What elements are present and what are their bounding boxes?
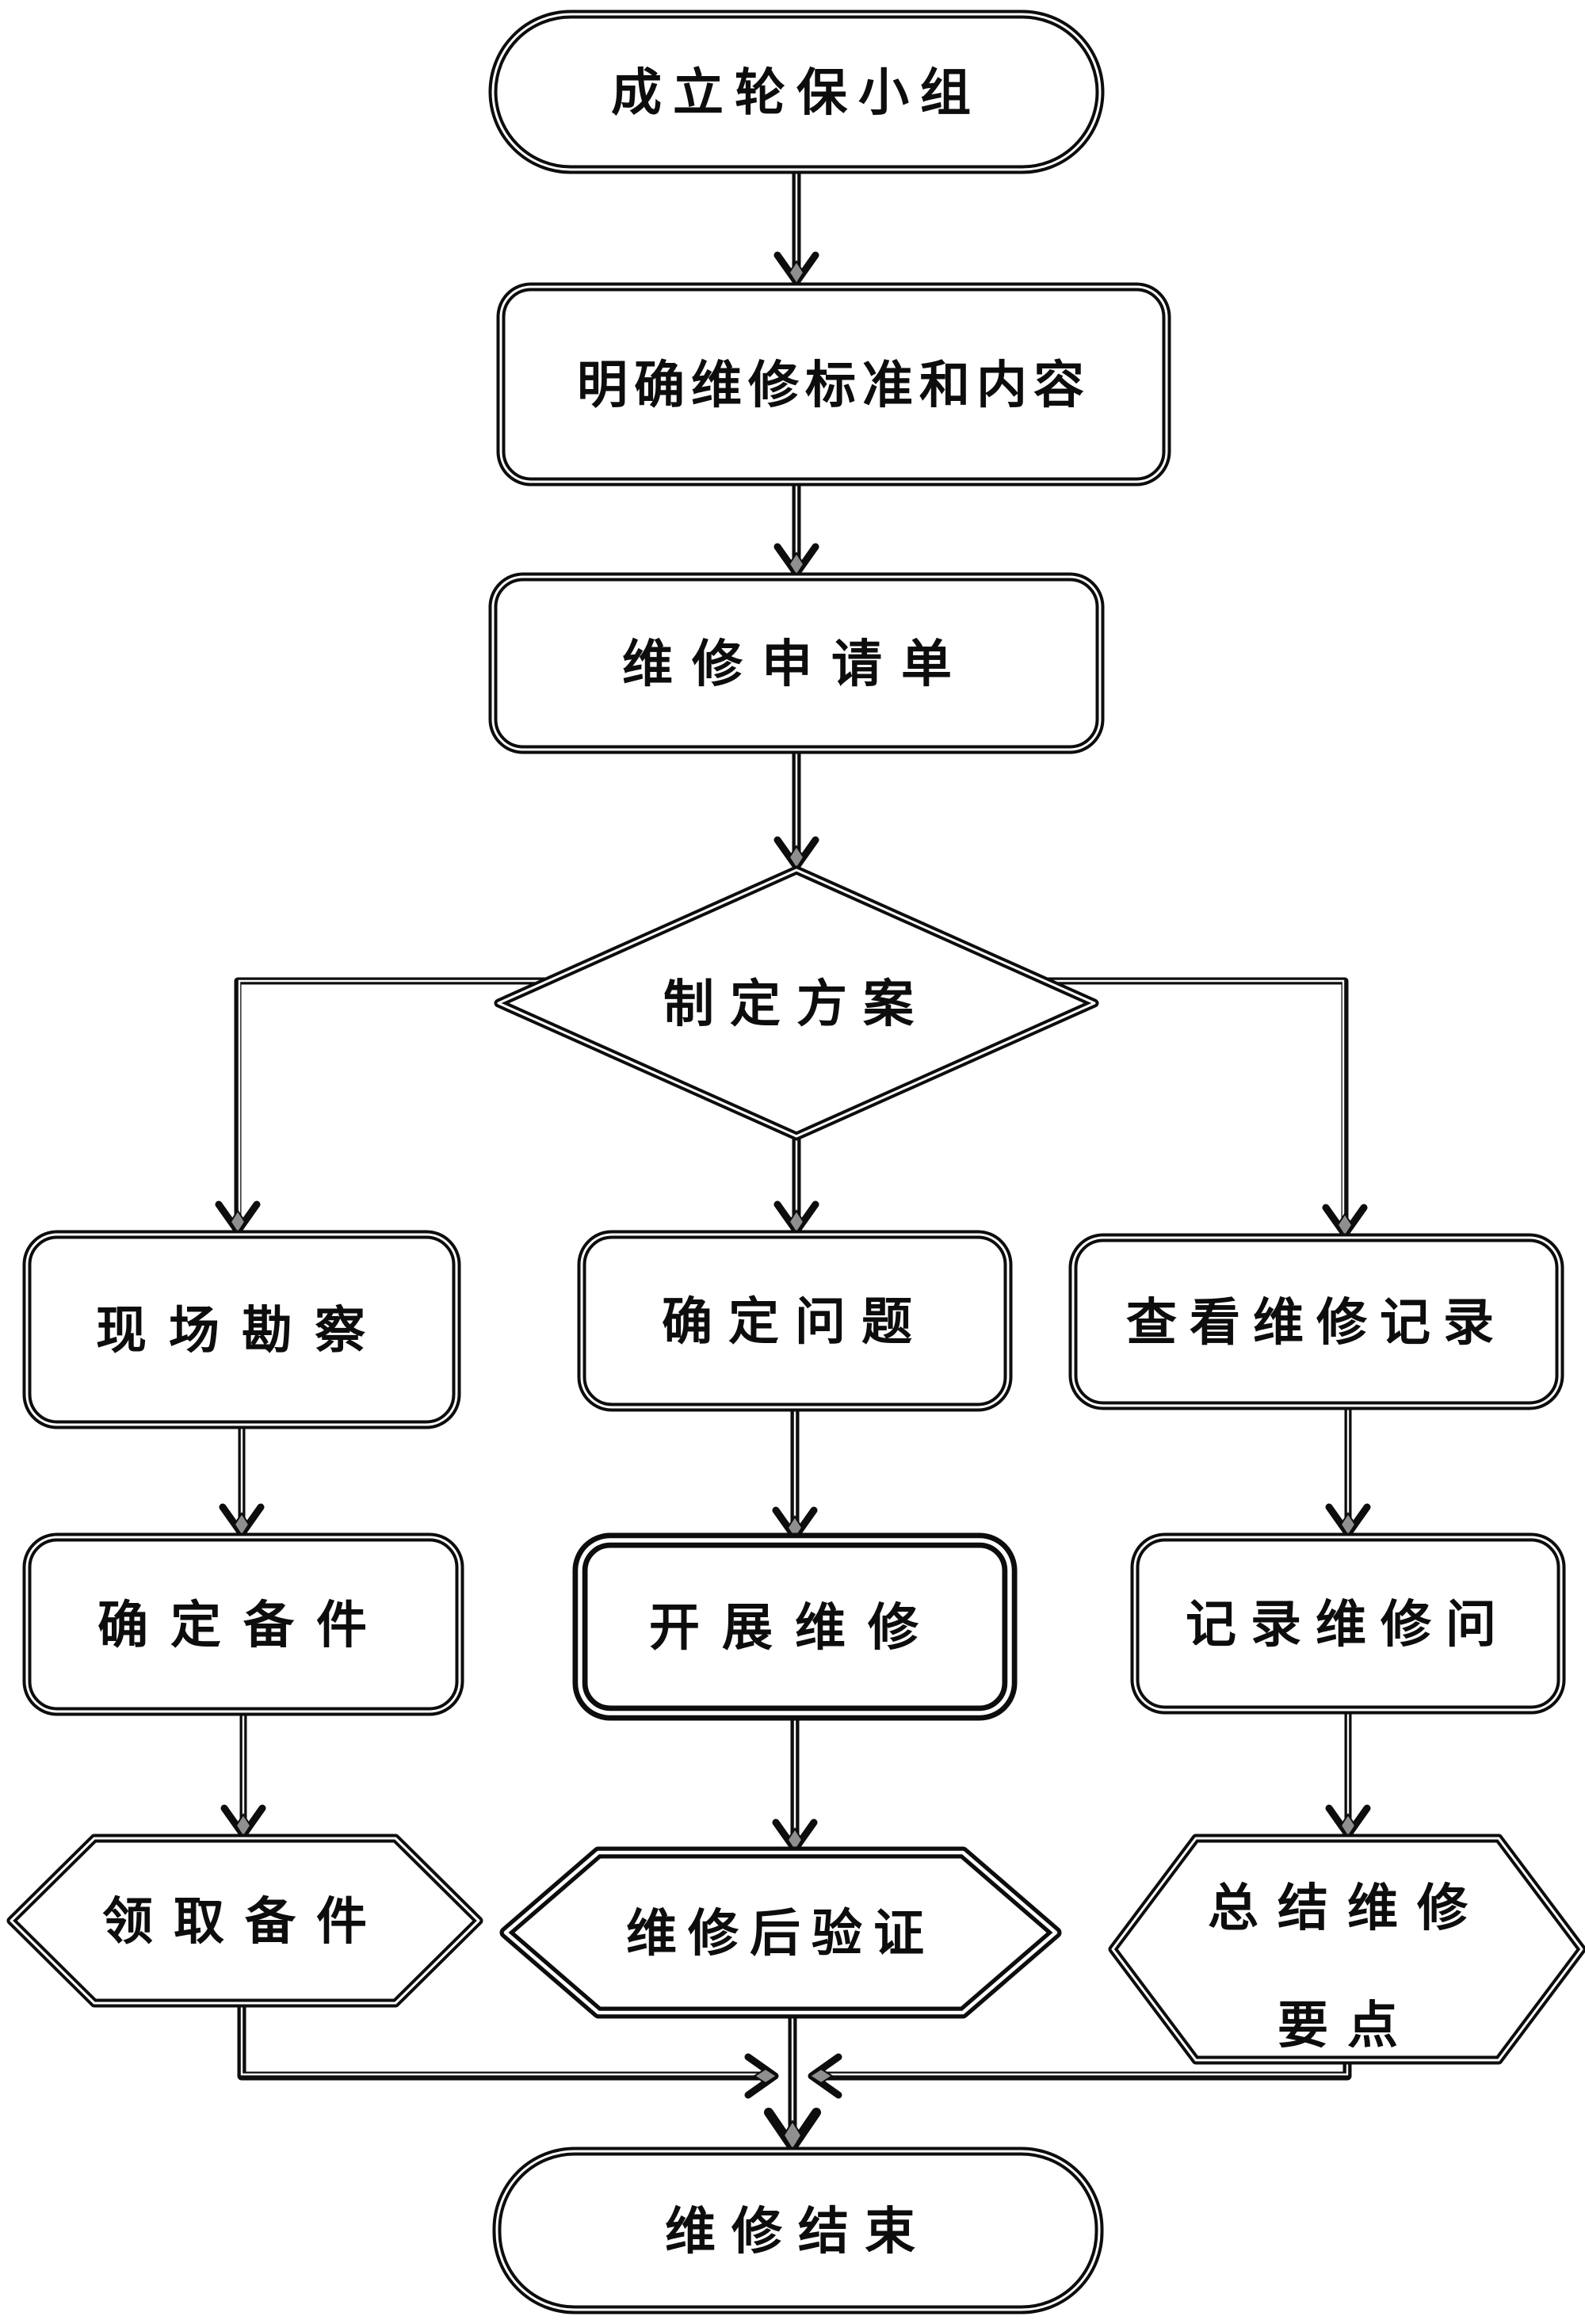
arrowhead-tip (788, 845, 805, 870)
request-node-label: 维修申请单 (622, 635, 971, 694)
arrowhead-tip (1339, 1813, 1357, 1838)
arrowhead-tip (788, 1209, 805, 1235)
end-node-label: 维修结束 (665, 2203, 931, 2261)
arrow-standards-to-request (773, 479, 819, 578)
arrow-plan-to-site-survey (215, 977, 555, 1235)
arrow-site-survey-to-determine-spares (219, 1421, 265, 1538)
arrow-determine-spares-to-receive-spares (220, 1708, 266, 1839)
determine-spares-label: 确定备件 (97, 1597, 389, 1655)
plan-node-label: 制定方案 (663, 975, 930, 1034)
determine-problem-node: 确定问题 (577, 1230, 1013, 1412)
arrowhead-tip (782, 2120, 803, 2151)
arrow-request-to-plan (773, 745, 819, 871)
standards-node-label: 明确维修标准和内容 (577, 357, 1090, 415)
conduct-repair-label: 开展维修 (649, 1599, 941, 1658)
determine-problem-label: 确定问题 (662, 1293, 928, 1352)
arrow-determine-problem-to-conduct-repair (772, 1402, 818, 1541)
arrowhead-tip (788, 260, 805, 285)
make-plan-decision-node: 制定方案 (494, 865, 1099, 1141)
arrowhead-tip (786, 1827, 804, 1853)
arrowhead-tip (235, 1813, 252, 1838)
view-repair-records-node: 查看维修记录 (1068, 1233, 1564, 1410)
repair-request-form-node: 维修申请单 (488, 572, 1105, 754)
record-repair-issues-node: 记录维修问 (1130, 1532, 1566, 1715)
site-survey-label: 现场勘察 (96, 1302, 388, 1360)
verify-hexagon-label: 维修后验证 (626, 1905, 935, 1963)
arrowhead-tip (233, 1512, 250, 1537)
arrowhead-tip (229, 1209, 246, 1235)
start-node: 成立轮保小组 (488, 10, 1105, 174)
record-issues-label: 记录维修问 (1186, 1596, 1511, 1654)
arrow-view-records-to-record-issues (1325, 1402, 1371, 1538)
start-node-label: 成立轮保小组 (611, 64, 982, 123)
arrow-start-to-standards (773, 165, 819, 286)
summarize-repair-points-hexagon: 总结维修 要点 (1108, 1834, 1585, 2065)
receive-spares-label: 领取备件 (102, 1893, 388, 1952)
site-survey-node: 现场勘察 (22, 1230, 461, 1429)
summarize-hexagon-label-line1: 总结维修 (1208, 1879, 1487, 1938)
view-records-label: 查看维修记录 (1126, 1294, 1507, 1353)
arrowhead-tip (753, 2067, 778, 2085)
arrow-record-issues-to-summarize (1325, 1706, 1371, 1839)
end-node: 维修结束 (492, 2147, 1104, 2314)
receive-spares-hexagon: 领取备件 (6, 1834, 483, 2008)
connector-core (1045, 979, 1345, 1225)
clarify-standards-node: 明确维修标准和内容 (496, 282, 1171, 487)
arrow-plan-to-determine-problem (773, 1131, 819, 1235)
summarize-hexagon-label-line2: 要点 (1278, 1997, 1417, 2055)
conduct-repair-node: 开展维修 (572, 1532, 1018, 1721)
arrowhead-tip (788, 551, 805, 577)
connector-core (238, 979, 548, 1222)
post-repair-verification-hexagon: 维修后验证 (499, 1846, 1062, 2019)
arrow-verify-to-end (764, 2008, 821, 2152)
arrowhead-tip (1336, 1212, 1354, 1238)
connector-line (1038, 977, 1349, 1232)
arrowhead-tip (1339, 1512, 1357, 1537)
arrowhead-tip (808, 2067, 834, 2085)
determine-spares-node: 确定备件 (22, 1532, 464, 1716)
arrow-conduct-repair-to-verify (772, 1708, 818, 1853)
connector-line (234, 977, 555, 1229)
arrow-plan-to-view-records (1038, 977, 1368, 1238)
